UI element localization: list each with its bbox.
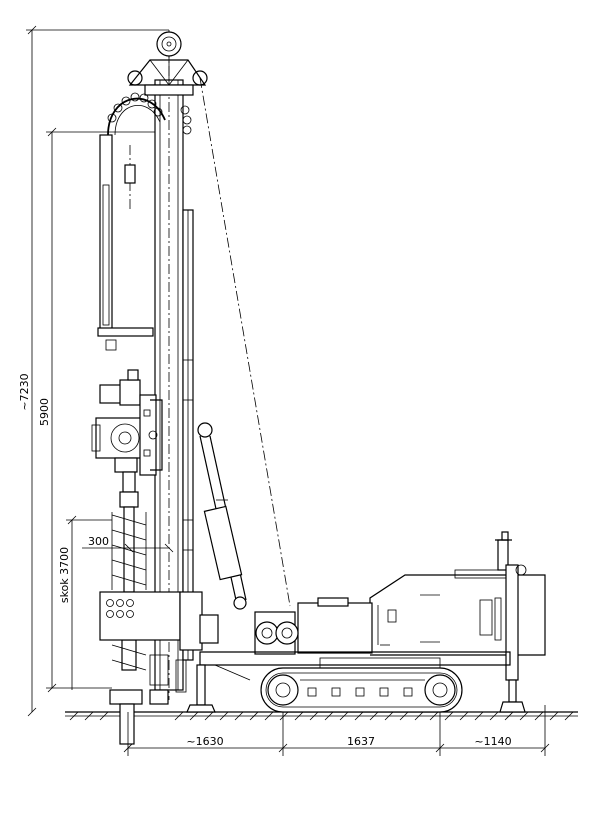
rear-outrigger-jack <box>495 531 527 713</box>
front-overhang-label: ~1630 <box>186 735 223 748</box>
stroke-label: skok 3700 <box>58 547 71 603</box>
winch-drum <box>254 611 299 655</box>
ground <box>65 711 578 721</box>
mast-strut <box>197 422 247 610</box>
dimension-lines <box>26 25 550 756</box>
rotary-drive-head <box>91 369 163 476</box>
mast <box>154 30 194 700</box>
crawler-track <box>260 667 463 713</box>
backstay-cable <box>199 77 291 607</box>
mast-head <box>107 31 208 136</box>
total-height-label: ~7230 <box>18 373 31 410</box>
front-outrigger-jack <box>186 664 216 713</box>
track-length-label: 1637 <box>347 735 375 748</box>
kelly-and-auger <box>109 471 169 745</box>
engine-housing <box>297 569 546 656</box>
rear-overhang-label: ~1140 <box>474 735 511 748</box>
mast-height-label: 5900 <box>38 398 51 426</box>
hose-guide <box>97 134 154 351</box>
offset-label: 300 <box>88 535 109 548</box>
lower-guide-box <box>99 591 219 693</box>
